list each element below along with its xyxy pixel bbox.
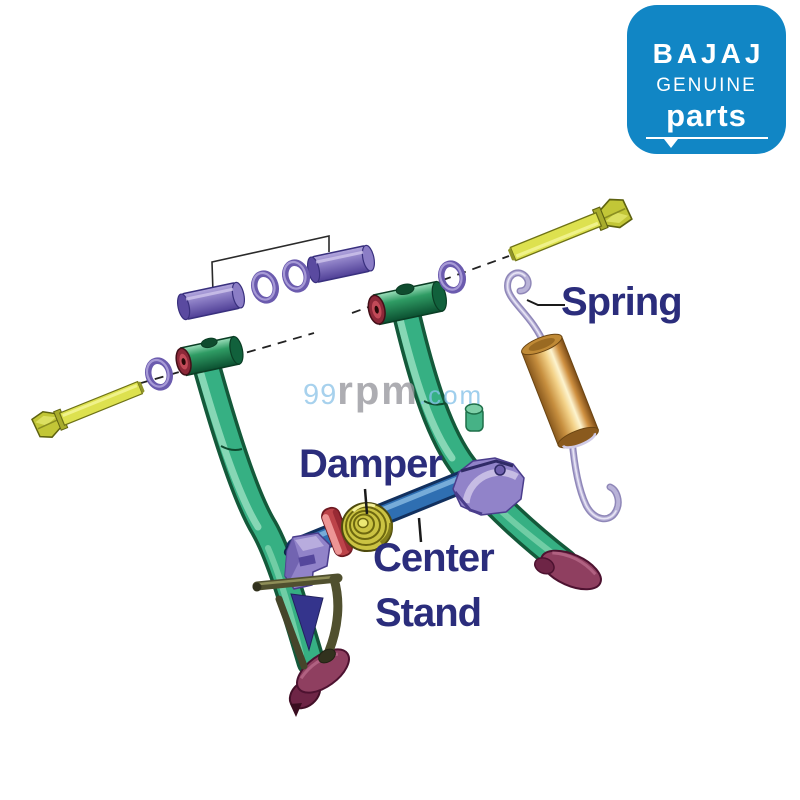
- spring-pointer-line: [526, 299, 565, 306]
- right-pivot-tube: [367, 280, 447, 326]
- o-ring-2: [281, 259, 310, 292]
- left-spacer-bushing: [174, 279, 248, 323]
- badge-brand-text: BAJAJ: [652, 38, 765, 69]
- right-cross-bracket: [452, 457, 525, 516]
- spring-coil-body: [521, 333, 599, 449]
- damper-part: [341, 502, 394, 552]
- spring-top-hook: [504, 269, 549, 350]
- bushing-bracket-line: [211, 235, 330, 294]
- o-ring-1: [250, 270, 279, 303]
- spring-peg: [464, 403, 484, 432]
- bajaj-genuine-parts-badge: BAJAJ GENUINE parts: [627, 5, 786, 154]
- o-ring-left-axis: [144, 357, 173, 390]
- label-spring: Spring: [561, 280, 683, 324]
- left-mounting-bolt: [30, 372, 149, 443]
- label-damper: Damper: [299, 442, 443, 486]
- badge-underline: [645, 137, 768, 148]
- badge-chevron-icon: [663, 139, 678, 148]
- left-cross-bracket: [284, 532, 331, 590]
- left-stand-leg: [191, 349, 326, 677]
- right-foot-pad: [534, 549, 602, 591]
- label-center-stand-line2: Stand: [375, 591, 482, 635]
- badge-parts-text: parts: [666, 98, 747, 133]
- left-pivot-tube: [175, 335, 244, 377]
- right-stand-leg: [391, 297, 579, 578]
- stand-web-plate: [290, 593, 324, 652]
- kick-lever: [252, 573, 343, 670]
- damper-pointer-line: [363, 488, 369, 515]
- right-spacer-bushing: [304, 242, 378, 286]
- label-center-stand-line1: Center: [373, 536, 495, 580]
- center-stand-pointer-line: [417, 517, 423, 543]
- spring-bottom-hook: [568, 435, 622, 523]
- right-mounting-bolt: [503, 193, 634, 271]
- return-spring: [504, 269, 622, 523]
- badge-genuine-text: GENUINE: [656, 75, 757, 96]
